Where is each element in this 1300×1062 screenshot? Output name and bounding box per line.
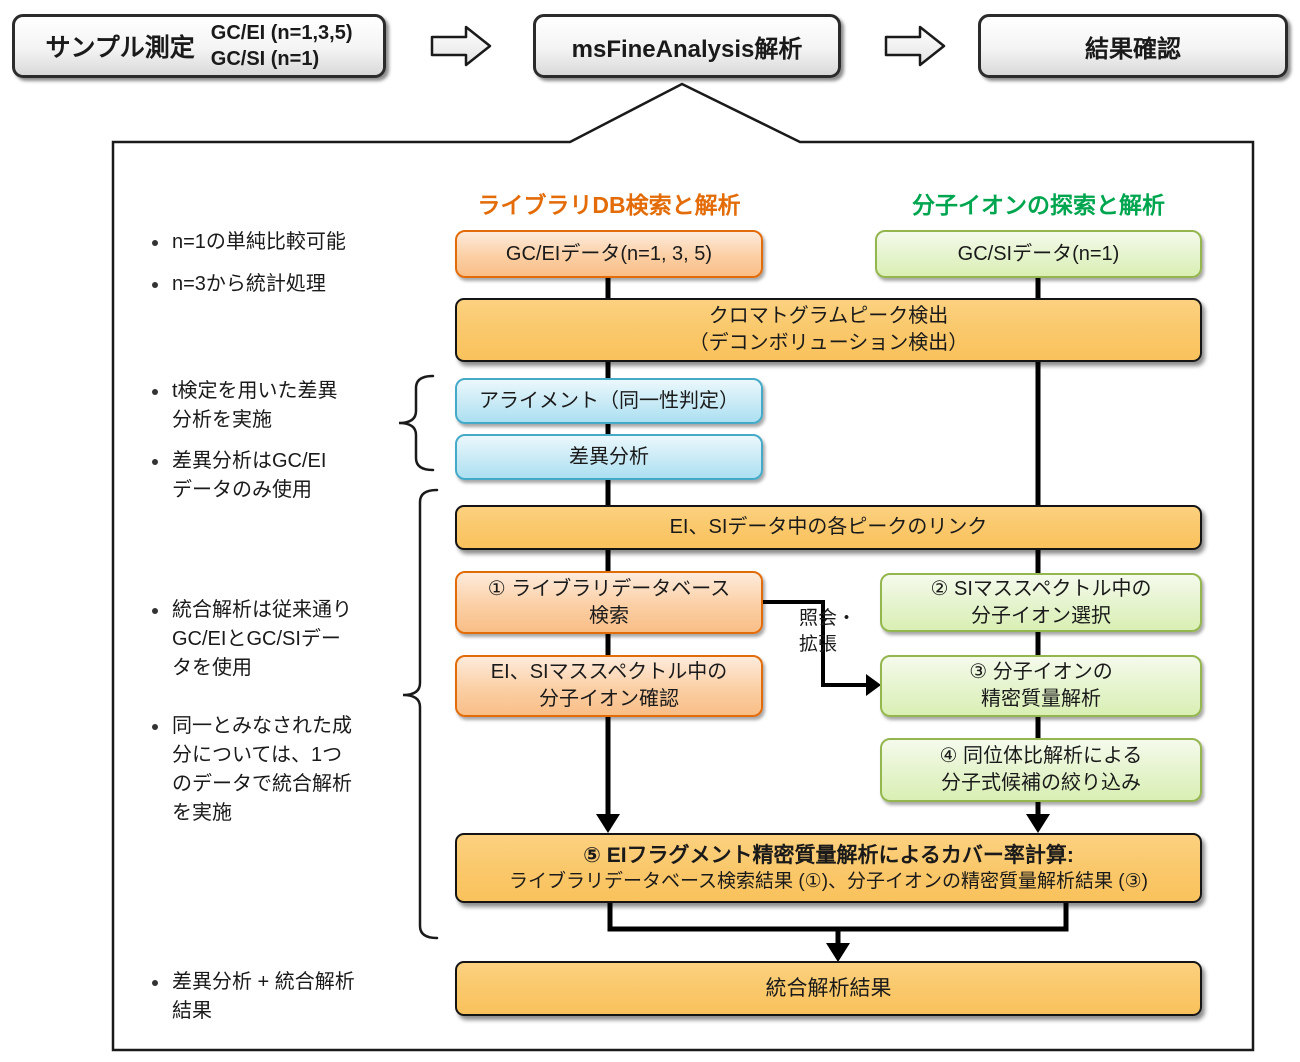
step1-line1: ① ライブラリデータベース	[487, 577, 731, 600]
note-line: 統合解析は従来通り	[172, 599, 352, 621]
block-arrow-icon	[884, 25, 946, 67]
bullet-icon	[152, 240, 158, 246]
note-final-results: 差異分析 + 統合解析 結果	[152, 968, 355, 1026]
note-line: を実施	[172, 802, 232, 824]
ion-confirm-line2: 分子イオン確認	[539, 688, 679, 710]
query-expand-line1: 照会・	[799, 608, 857, 629]
note-line: n=3から統計処理	[172, 273, 326, 295]
note-line: タを使用	[172, 657, 252, 679]
gcei-data-box: GC/EIデータ(n=1, 3, 5)	[455, 230, 763, 278]
step2-si-ion-selection-box: ② SIマススペクトル中の 分子イオン選択	[880, 573, 1202, 632]
step4-line2: 分子式候補の絞り込み	[941, 772, 1141, 794]
right-column-header: 分子イオンの探索と解析	[912, 192, 1165, 218]
left-column-header: ライブラリDB検索と解析	[477, 192, 741, 218]
meas-line-gcei: GC/EI (n=1,3,5)	[210, 22, 353, 44]
peak-link-banner: EI、SIデータ中の各ピークのリンク	[455, 505, 1202, 550]
bullet-icon	[152, 724, 158, 730]
bullet-icon	[152, 608, 158, 614]
note-line: t検定を用いた差異	[172, 380, 338, 402]
block-arrow-icon	[430, 25, 492, 67]
note-line: 分析を実施	[172, 409, 272, 431]
step4-line1: ④ 同位体比解析による	[939, 745, 1143, 767]
arrowhead-icons	[596, 674, 1050, 962]
step5-line2: ライブラリデータベース検索結果 (①)、分子イオンの精密質量解析結果 (③)	[509, 871, 1148, 892]
query-expand-label: 照会・ 拡張	[799, 606, 856, 658]
note-simple-comparison: n=1の単純比較可能	[152, 228, 346, 257]
integrated-result-label: 統合解析結果	[765, 977, 892, 1000]
query-expand-connector	[763, 600, 867, 687]
result-confirm-box: 結果確認	[978, 14, 1288, 78]
peak-detection-line1: クロマトグラムピーク検出	[708, 305, 949, 327]
sample-box-title: サンプル測定	[45, 34, 195, 62]
ion-confirm-line1: EI、SIマススペクトル中の	[490, 661, 728, 683]
msfineanalysis-box: msFineAnalysis解析	[533, 14, 841, 78]
difference-analysis-label: 差異分析	[569, 445, 649, 468]
note-line: 分については、1つ	[172, 744, 343, 766]
peak-detection-line2: （デコンボリューション検出）	[688, 332, 969, 354]
note-line: 差異分析 + 統合解析	[172, 971, 355, 993]
note-identical-components: 同一とみなされた成 分については、1つ のデータで統合解析 を実施	[152, 712, 352, 828]
step3-line2: 精密質量解析	[981, 688, 1101, 710]
query-expand-line2: 拡張	[799, 634, 838, 655]
note-line: GC/EIとGC/SIデー	[172, 628, 341, 650]
note-line: データのみ使用	[172, 479, 312, 501]
step2-line2: 分子イオン選択	[971, 604, 1111, 627]
step2-line1: ② SIマススペクトル中の	[930, 577, 1152, 600]
step3-accurate-mass-box: ③ 分子イオンの 精密質量解析	[880, 655, 1202, 717]
note-integrated-analysis: 統合解析は従来通り GC/EIとGC/SIデー タを使用	[152, 596, 352, 683]
bullet-icon	[152, 459, 158, 465]
meas-line-gcsi: GC/SI (n=1)	[210, 48, 320, 70]
bullet-icon	[152, 282, 158, 288]
ei-si-ion-confirm-box: EI、SIマススペクトル中の 分子イオン確認	[455, 655, 763, 717]
msfineanalysis-label: msFineAnalysis解析	[571, 35, 803, 63]
note-ttest: t検定を用いた差異 分析を実施	[152, 377, 338, 435]
integrated-result-banner: 統合解析結果	[455, 961, 1202, 1016]
step1-line2: 検索	[589, 604, 629, 627]
step3-line1: ③ 分子イオンの	[969, 661, 1113, 683]
note-statistics: n=3から統計処理	[152, 270, 326, 299]
peak-link-label: EI、SIデータ中の各ピークのリンク	[669, 516, 988, 538]
step1-library-search-box: ① ライブラリデータベース 検索	[455, 571, 763, 634]
gcsi-data-label: GC/SIデータ(n=1)	[957, 242, 1120, 265]
note-line: 差異分析はGC/EI	[172, 450, 327, 472]
note-line: 同一とみなされた成	[172, 715, 352, 737]
note-line: 結果	[172, 1000, 212, 1022]
result-confirm-label: 結果確認	[1085, 35, 1181, 63]
alignment-label: アライメント（同一性判定）	[479, 389, 739, 412]
difference-analysis-box: 差異分析	[455, 434, 763, 480]
step5-coverage-banner: ⑤ EIフラグメント精密質量解析によるカバー率計算: ライブラリデータベース検索…	[455, 833, 1202, 903]
gcsi-data-box: GC/SIデータ(n=1)	[875, 230, 1202, 278]
note-line: のデータで統合解析	[172, 773, 352, 795]
curly-brace-icons	[398, 374, 439, 940]
note-line: n=1の単純比較可能	[172, 231, 346, 253]
note-diff-gcei-only: 差異分析はGC/EI データのみ使用	[152, 447, 326, 505]
sample-box-measurements: GC/EI (n=1,3,5) GC/SI (n=1)	[211, 20, 353, 72]
gcei-data-label: GC/EIデータ(n=1, 3, 5)	[505, 242, 713, 265]
peak-detection-banner: クロマトグラムピーク検出 （デコンボリューション検出）	[455, 298, 1202, 362]
bullet-icon	[152, 980, 158, 986]
step5-line1: ⑤ EIフラグメント精密質量解析によるカバー率計算:	[583, 844, 1074, 867]
sample-measurement-box: サンプル測定 GC/EI (n=1,3,5) GC/SI (n=1)	[12, 14, 386, 78]
step4-isotope-box: ④ 同位体比解析による 分子式候補の絞り込み	[880, 738, 1202, 802]
bullet-icon	[152, 389, 158, 395]
alignment-box: アライメント（同一性判定）	[455, 378, 763, 424]
